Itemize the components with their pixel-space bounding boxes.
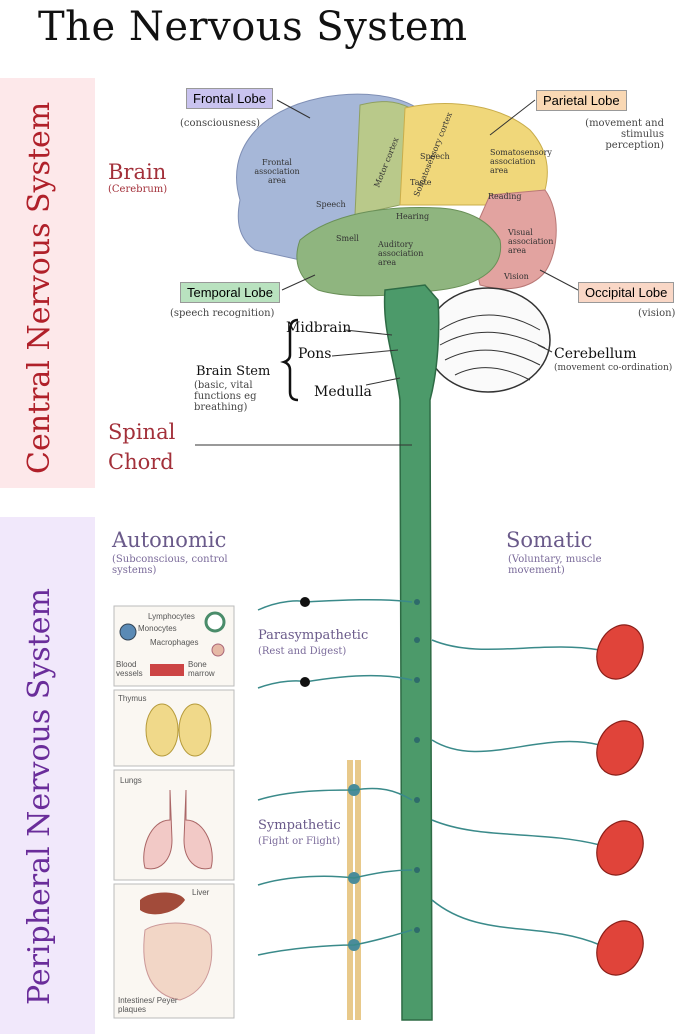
speech-area-label-2: Speech — [316, 200, 346, 209]
midbrain-label: Midbrain — [286, 320, 352, 336]
liver-label: Liver — [192, 888, 210, 897]
parasympathetic-label: Parasympathetic — [258, 628, 369, 643]
blood-vessels-label: Blood vessels — [116, 660, 143, 678]
cerebellum-label: Cerebellum — [554, 346, 637, 362]
hearing-area-label: Hearing — [396, 212, 430, 221]
visual-assoc-label: Visual association area — [508, 228, 554, 255]
temporal-lobe-sub: (speech recognition) — [170, 308, 275, 319]
page-title: The Nervous System — [38, 4, 468, 50]
intestines-label: Intestines/ Peyer plaques — [118, 996, 178, 1014]
frontal-lobe-label: Frontal Lobe — [186, 88, 273, 109]
somatic-sub: (Voluntary, muscle movement) — [508, 554, 602, 576]
parasympathetic-nerves — [257, 598, 413, 689]
macrophages-label: Macrophages — [150, 638, 199, 647]
taste-area-label: Taste — [410, 178, 432, 187]
brain-sub: (Cerebrum) — [108, 184, 168, 195]
somatosensory-assoc-label: Somatosensory association area — [490, 148, 552, 175]
cerebellum-sub: (movement co-ordination) — [554, 363, 673, 373]
reading-area-label: Reading — [488, 192, 522, 201]
frontal-lobe-sub: (consciousness) — [180, 118, 261, 129]
somatic-nerves — [431, 639, 601, 946]
parietal-lobe-sub: (movement and stimulus perception) — [585, 118, 664, 151]
lungs-label: Lungs — [120, 776, 142, 785]
thymus-label: Thymus — [118, 694, 147, 703]
auditory-assoc-label: Auditory association area — [378, 240, 424, 267]
brain-label: Brain — [108, 160, 167, 184]
somatic-title: Somatic — [506, 528, 593, 552]
occipital-lobe-sub: (vision) — [638, 308, 676, 319]
frontal-assoc-label: Frontal association area — [254, 158, 300, 185]
brain-illustration — [236, 93, 557, 297]
monocytes-label: Monocytes — [138, 624, 177, 633]
parietal-lobe-label: Parietal Lobe — [536, 90, 627, 111]
parasympathetic-sub: (Rest and Digest) — [258, 646, 347, 657]
spinal-label-2: Chord — [108, 450, 174, 474]
speech-area-label-1: Speech — [420, 152, 450, 161]
muscles — [596, 624, 644, 976]
smell-area-label: Smell — [336, 234, 359, 243]
sympathetic-chain — [347, 760, 361, 1020]
temporal-lobe-shape — [296, 207, 502, 297]
vision-area-label: Vision — [504, 272, 529, 281]
cerebellum-shape — [425, 287, 551, 393]
autonomic-sub: (Subconscious, control systems) — [112, 554, 228, 576]
title-bar: The Nervous System — [0, 0, 680, 60]
sympathetic-sub: (Fight or Flight) — [258, 836, 341, 847]
occipital-lobe-label: Occipital Lobe — [578, 282, 675, 303]
medulla-label: Medulla — [314, 384, 372, 400]
autonomic-title: Autonomic — [112, 528, 227, 552]
temporal-lobe-label: Temporal Lobe — [180, 282, 280, 303]
brain-stem-shape — [383, 284, 440, 1021]
lymphocytes-label: Lymphocytes — [148, 612, 195, 621]
organ-panels — [113, 605, 235, 1019]
spinal-label-1: Spinal — [108, 420, 176, 444]
bone-marrow-label: Bone marrow — [188, 660, 215, 678]
brain-stem-sub: (basic, vital functions eg breathing) — [194, 380, 257, 413]
pns-band: Peripheral Nervous System — [0, 517, 95, 1034]
sympathetic-label: Sympathetic — [258, 818, 341, 833]
parietal-lobe-shape — [399, 103, 548, 206]
pons-label: Pons — [298, 346, 332, 362]
cns-band: Central Nervous System — [0, 78, 95, 488]
brain-stem-label: Brain Stem — [196, 364, 271, 379]
sympathetic-nerves — [257, 787, 413, 956]
